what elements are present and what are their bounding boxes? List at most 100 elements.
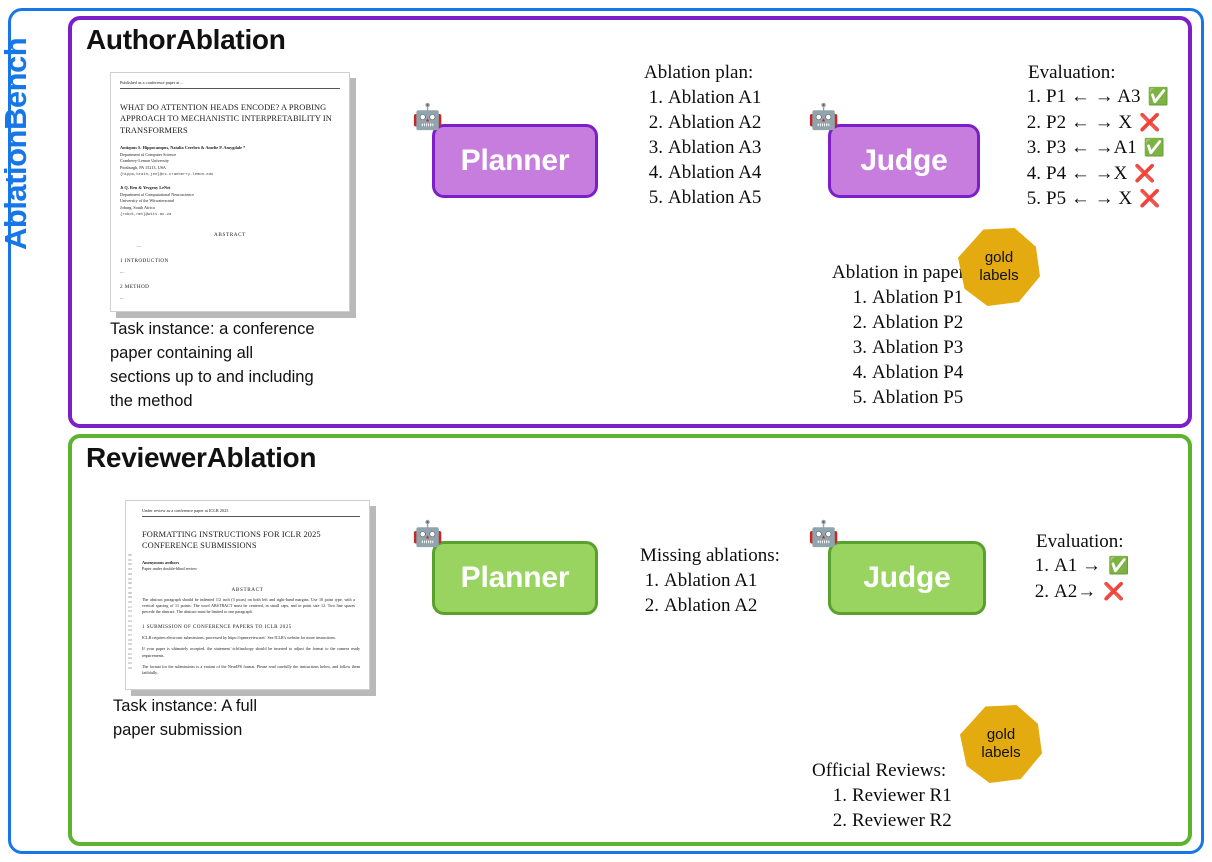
check-icon: ✅ — [1147, 87, 1169, 107]
evaluation-row-label: P1 ← → A3 — [1046, 86, 1141, 107]
list-item-label: Ablation A1 — [668, 87, 762, 108]
list-item: 2.Ablation A2 — [644, 595, 758, 617]
module-planner-author[interactable]: Planner — [432, 124, 598, 198]
paper-title: WHAT DO ATTENTION HEADS ENCODE? A PROBIN… — [120, 103, 332, 135]
official-reviews-reviewer: Official Reviews: 1.Reviewer R1 2.Review… — [812, 760, 952, 833]
list-item-label: Ablation P4 — [872, 362, 964, 384]
ablation-plan-author: Ablation plan: 1.Ablation A1 2.Ablation … — [644, 62, 761, 210]
robot-icon: 🤖 — [808, 520, 840, 548]
paper-authors-1: Anonymous authors — [142, 559, 180, 565]
evaluation-heading: Evaluation: — [1036, 531, 1124, 552]
list-item: 2.Ablation A2 — [648, 112, 762, 134]
paper-body-2: If your paper is ultimately accepted, th… — [142, 646, 360, 658]
robot-icon: 🤖 — [412, 520, 444, 548]
evaluation-list: 1. A1 → ✅ 2. A2→ ❌ — [1030, 553, 1129, 604]
check-icon: ✅ — [1143, 138, 1165, 158]
paper-header: Published as a conference paper at ... — [120, 80, 184, 85]
module-planner-label: Planner — [460, 561, 570, 594]
official-reviews-heading: Official Reviews: — [812, 760, 947, 781]
evaluation-row-label: P4 ← →X — [1046, 162, 1128, 184]
list-item-label: Reviewer R2 — [852, 810, 952, 832]
robot-icon: 🤖 — [412, 103, 444, 131]
panel-title-author-ablation: AuthorAblation — [86, 24, 286, 55]
check-icon: ✅ — [1107, 556, 1130, 576]
paper-affil-1b: Cranberry-Lemon University — [120, 158, 169, 164]
paper-affil-1a: Department of Computer Science — [120, 151, 177, 157]
paper-title: FORMATTING INSTRUCTIONS FOR ICLR 2025 CO… — [142, 530, 321, 551]
paper-author-block-2: Ji Q. Ren & Yevgeny LeNet Department of … — [111, 178, 349, 218]
list-item-label: Ablation A2 — [668, 112, 762, 134]
paper-abstract-heading: ABSTRACT — [231, 586, 264, 593]
list-item: 1.Reviewer R1 — [832, 785, 952, 806]
list-item: 1.Ablation A1 — [644, 570, 758, 591]
paper-affil-1a: Paper under double-blind review — [142, 566, 198, 572]
evaluation-row-label: A2→ — [1054, 580, 1097, 602]
cross-icon: ❌ — [1134, 163, 1156, 183]
list-item-label: Ablation A3 — [668, 137, 762, 159]
evaluation-heading: Evaluation: — [1028, 62, 1116, 83]
paper-section-2-body: ... — [120, 296, 124, 302]
missing-ablations-reviewer: Missing ablations: 1.Ablation A1 2.Ablat… — [640, 545, 780, 618]
ablationbench-label: AblationBench — [0, 37, 33, 250]
paper-affil-2b: University of the Witwatersrand — [120, 198, 174, 204]
list-item: 2.Ablation P2 — [852, 312, 964, 334]
paper-abstract-heading: ABSTRACT — [214, 232, 246, 239]
paper-email-1: {hippo,brain,jen}@cs.cranberry-lemon.edu — [120, 173, 214, 178]
caption-reviewer-task: Task instance: A full paper submission — [113, 697, 257, 739]
gold-badge-line1: gold — [984, 249, 1014, 267]
list-item: 3.Ablation A3 — [648, 137, 762, 159]
paper-section-1: 1 INTRODUCTION — [120, 258, 169, 265]
paper-authors-1: Antiquus S. Hippocampus, Natalia Cerebro… — [120, 145, 246, 151]
paper-rule — [142, 516, 360, 517]
module-planner-label: Planner — [460, 144, 570, 177]
caption-author-task: Task instance: a conference paper contai… — [110, 320, 315, 410]
list-item-label: Ablation A5 — [668, 187, 762, 209]
evaluation-row: 3. P3 ← →A1 ✅ — [1022, 135, 1169, 161]
ablation-in-paper-list: 1.Ablation P1 2.Ablation P2 3.Ablation P… — [832, 285, 970, 410]
cross-icon: ❌ — [1139, 189, 1161, 209]
evaluation-row: 5. P5 ← → X ❌ — [1022, 186, 1169, 212]
paper-affil-2a: Department of Computational Neuroscience — [120, 191, 195, 197]
list-item: 3.Ablation P3 — [852, 337, 964, 359]
evaluation-row-label: A1 → — [1054, 555, 1101, 576]
missing-ablations-heading: Missing ablations: — [640, 545, 780, 566]
ablation-in-paper-author: Ablation in paper: 1.Ablation P1 2.Ablat… — [832, 262, 970, 410]
paper-header: Under review as a conference paper at IC… — [142, 508, 229, 513]
list-item-label: Ablation A2 — [664, 595, 758, 617]
list-item-label: Ablation A4 — [668, 162, 762, 184]
evaluation-reviewer: Evaluation: 1. A1 → ✅ 2. A2→ ❌ — [1030, 531, 1129, 604]
module-judge-author[interactable]: Judge — [828, 124, 980, 198]
ablation-plan-heading: Ablation plan: — [644, 62, 754, 83]
paper-section-1-body: ... — [120, 270, 124, 276]
list-item: 1.Ablation P1 — [852, 287, 964, 308]
evaluation-row: 2. A2→ ❌ — [1030, 579, 1129, 605]
list-item-label: Ablation A1 — [664, 570, 758, 591]
module-judge-label: Judge — [860, 144, 948, 177]
list-item-label: Reviewer R1 — [852, 785, 952, 806]
evaluation-row-label: P3 ← →A1 — [1046, 137, 1137, 159]
paper-author-block-1: Antiquus S. Hippocampus, Natalia Cerebro… — [111, 136, 349, 178]
panel-title-reviewer-ablation: ReviewerAblation — [86, 442, 317, 473]
gold-badge-line2: labels — [981, 744, 1021, 761]
list-item-label: Ablation P5 — [872, 387, 964, 409]
evaluation-list: 1. P1 ← → A3 ✅ 2. P2 ← → X ❌ 3. P3 ← →A1… — [1022, 84, 1169, 212]
paper-thumbnail-author: Published as a conference paper at ... W… — [110, 72, 356, 318]
paper-authors-2: Ji Q. Ren & Yevgeny LeNet — [120, 185, 171, 191]
module-judge-reviewer[interactable]: Judge — [828, 541, 986, 615]
evaluation-row: 2. P2 ← → X ❌ — [1022, 110, 1169, 136]
evaluation-row: 4. P4 ← →X ❌ — [1022, 161, 1169, 187]
paper-abstract-body: ... — [137, 244, 141, 250]
gold-badge-line2: labels — [979, 267, 1019, 284]
paper-rule — [120, 88, 340, 89]
module-planner-reviewer[interactable]: Planner — [432, 541, 598, 615]
paper-page: Published as a conference paper at ... W… — [110, 72, 350, 312]
list-item: 1.Ablation A1 — [648, 87, 762, 108]
cross-icon: ❌ — [1103, 581, 1125, 601]
list-item: 4.Ablation A4 — [648, 162, 762, 184]
official-reviews-list: 1.Reviewer R1 2.Reviewer R2 — [812, 783, 952, 833]
paper-affil-2c: Joburg, South Africa — [120, 204, 155, 210]
